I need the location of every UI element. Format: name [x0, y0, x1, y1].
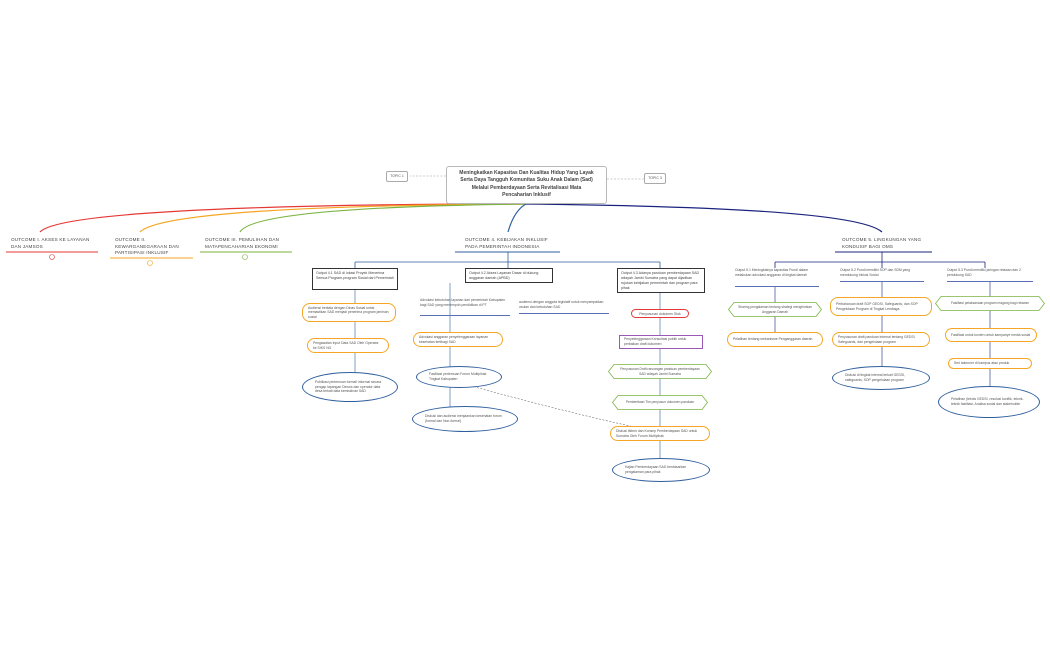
outcome-3-line-1: OUTCOME III. PEMULIHAN DAN [205, 237, 280, 242]
connector-outcome-3 [239, 203, 527, 233]
activity-4-3-d[interactable]: Pemberitaan Tim penyusun dokumen panduan [612, 395, 708, 410]
outcome-2-line-1: OUTCOME II. [115, 237, 146, 242]
collapse-marker-outcome-2 [147, 260, 153, 266]
activity-5-3-c[interactable]: Seri takeover di kampus atau produk [948, 358, 1032, 369]
activity-4-3-e[interactable]: Diskusi tiktem dan Konsep Pemberdayaan S… [610, 426, 710, 441]
central-topic[interactable]: Meningkatkan Kapasitas Dan Kualitas Hidu… [446, 166, 607, 204]
outcome-2[interactable]: OUTCOME II. KEWARGANEGARAAN DAN PARTISIP… [115, 237, 179, 257]
activity-4-2-a[interactable]: Advokasi kebutuhan layanan dari pemerint… [420, 298, 510, 316]
activity-4-3-f[interactable]: Kajian Pemberdayaan SAD berdasarkan peng… [612, 458, 710, 482]
outcome-1[interactable]: OUTCOME I. AKSES KE LAYANAN DAN JAMSOS [11, 237, 90, 250]
outcome-1-line-1: OUTCOME I. AKSES KE LAYANAN [11, 237, 90, 242]
central-topic-line-2: Serta Daya Tangguh Komunitas Suku Anak D… [460, 177, 593, 184]
activity-4-1-c[interactable]: Publikasi pertemuan formal/ informal sec… [302, 372, 398, 402]
hexagon-shape [612, 395, 708, 410]
output-5-2[interactable]: Output 5.2 Pundi memiliki SOP dan SDM ya… [840, 268, 924, 282]
outcome-2-line-2: KEWARGANEGARAAN DAN [115, 243, 179, 249]
output-4-1[interactable]: Output 4.1 SAD di lokasi Proyek Menerima… [312, 268, 398, 290]
outcome-1-line-2: DAN JAMSOS [11, 243, 43, 249]
side-topic-right[interactable]: TOPIC 3 [644, 173, 666, 184]
activity-4-2-b[interactable]: audiensi dengan anggota legislatif untuk… [519, 300, 609, 314]
activity-5-2-a[interactable]: Perbaharuan draft SOP GEDSI, Safeguards,… [830, 297, 932, 316]
hexagon-shape [728, 302, 822, 317]
output-5-1[interactable]: Output 5.1 Meningkatnya kapasitas Pundi … [735, 268, 819, 287]
activity-4-1-b[interactable]: Pengawalan Input Data SAD Oleh Operator … [307, 338, 389, 353]
central-topic-line-1: Meningkatkan Kapasitas Dan Kualitas Hidu… [459, 170, 594, 176]
connector-outcome-1 [39, 203, 527, 233]
central-topic-line-4: Pencaharian Inklusif [502, 191, 551, 198]
activity-5-3-a-label: Fasilitasi pelaksanaan program magang ba… [950, 301, 1030, 306]
collapse-marker-outcome-3 [242, 254, 248, 260]
activity-5-2-b[interactable]: Penyusunan draft panduan internal tentan… [832, 332, 930, 347]
connector-outcome-5 [525, 203, 883, 233]
output-4-2[interactable]: Output 4.2 Akses Layanan Dasar di dukung… [465, 268, 553, 283]
output-4-3[interactable]: Output 4.3 Adanya panduan pemberdayaan S… [617, 268, 705, 293]
side-topic-left[interactable]: TOPIC 1 [386, 171, 408, 182]
activity-5-1-b[interactable]: Pelatihan tentang mekanisme Penganggaran… [727, 332, 823, 347]
connector-outcome-4 [507, 203, 527, 233]
outcome-5[interactable]: OUTCOME 5. LINGKUNGAN YANG KONDUSIF BAGI… [842, 237, 921, 250]
output-5-3[interactable]: Output 5.3 Pundi memiliki jaringan relaw… [947, 268, 1033, 282]
activity-4-3-d-label: Pemberitaan Tim penyusun dokumen panduan [625, 400, 695, 405]
activity-4-2-e[interactable]: Diskusi dan audiensi menjaankan kesehata… [412, 406, 518, 432]
activity-5-1-a-label: Sharing pengalaman tentang strategi meng… [738, 305, 812, 314]
connector-outcome-2 [139, 203, 527, 233]
activity-4-3-b[interactable]: Penyelenggaraan Konsultasi publik untuk … [619, 335, 703, 349]
outcome-4[interactable]: OUTCOME 4. KEBIJAKAN INKLUSIF PADA PEMER… [465, 237, 548, 250]
activity-4-3-a[interactable]: Penyusunan dokumen Stok [631, 309, 689, 318]
activity-4-2-c[interactable]: Advokasi anggaran penyelenggaraan layana… [413, 332, 503, 347]
activity-5-3-d[interactable]: Pelatihan (teknis GEDSI, resolusi konfli… [938, 386, 1040, 418]
activity-5-3-a[interactable]: Fasilitasi pelaksanaan program magang ba… [935, 296, 1045, 311]
outcome-2-line-3: PARTISIPASI INKLUSIF [115, 250, 169, 256]
hexagon-shape [608, 364, 712, 379]
outcome-4-line-2: PADA PEMERINTAH INDONESIA [465, 243, 540, 249]
activity-4-1-a[interactable]: Audiensi berkala dengan Dinas Sosial unt… [302, 303, 396, 322]
outcome-5-line-2: KONDUSIF BAGI OMS [842, 243, 894, 249]
hexagon-shape [935, 296, 1045, 311]
activity-4-3-c[interactable]: Penyusunan Draft rancangan panduan pembe… [608, 364, 712, 379]
outcome-3[interactable]: OUTCOME III. PEMULIHAN DAN MATAPENCAHARI… [205, 237, 279, 250]
activity-4-2-d[interactable]: Fasilitasi pertemuan Forum Multipihak Ti… [416, 366, 502, 388]
activity-5-2-c[interactable]: Diskusi di tingkat internal terkait GEDS… [832, 366, 930, 390]
activity-4-3-c-label: Penyusunan Draft rancangan panduan pembe… [620, 367, 700, 376]
outcome-4-line-1: OUTCOME 4. KEBIJAKAN INKLUSIF [465, 237, 548, 242]
activity-5-1-a[interactable]: Sharing pengalaman tentang strategi meng… [728, 302, 822, 317]
central-topic-line-3: Melalui Pemberdayaan Serta Revitalisasi … [471, 184, 582, 191]
collapse-marker-outcome-1 [49, 254, 55, 260]
outcome-3-line-2: MATAPENCAHARIAN EKONOMI [205, 243, 278, 249]
activity-5-3-b[interactable]: Fasilitasi untuk konten untuk kampanye m… [945, 328, 1037, 342]
outcome-5-line-1: OUTCOME 5. LINGKUNGAN YANG [842, 237, 922, 242]
